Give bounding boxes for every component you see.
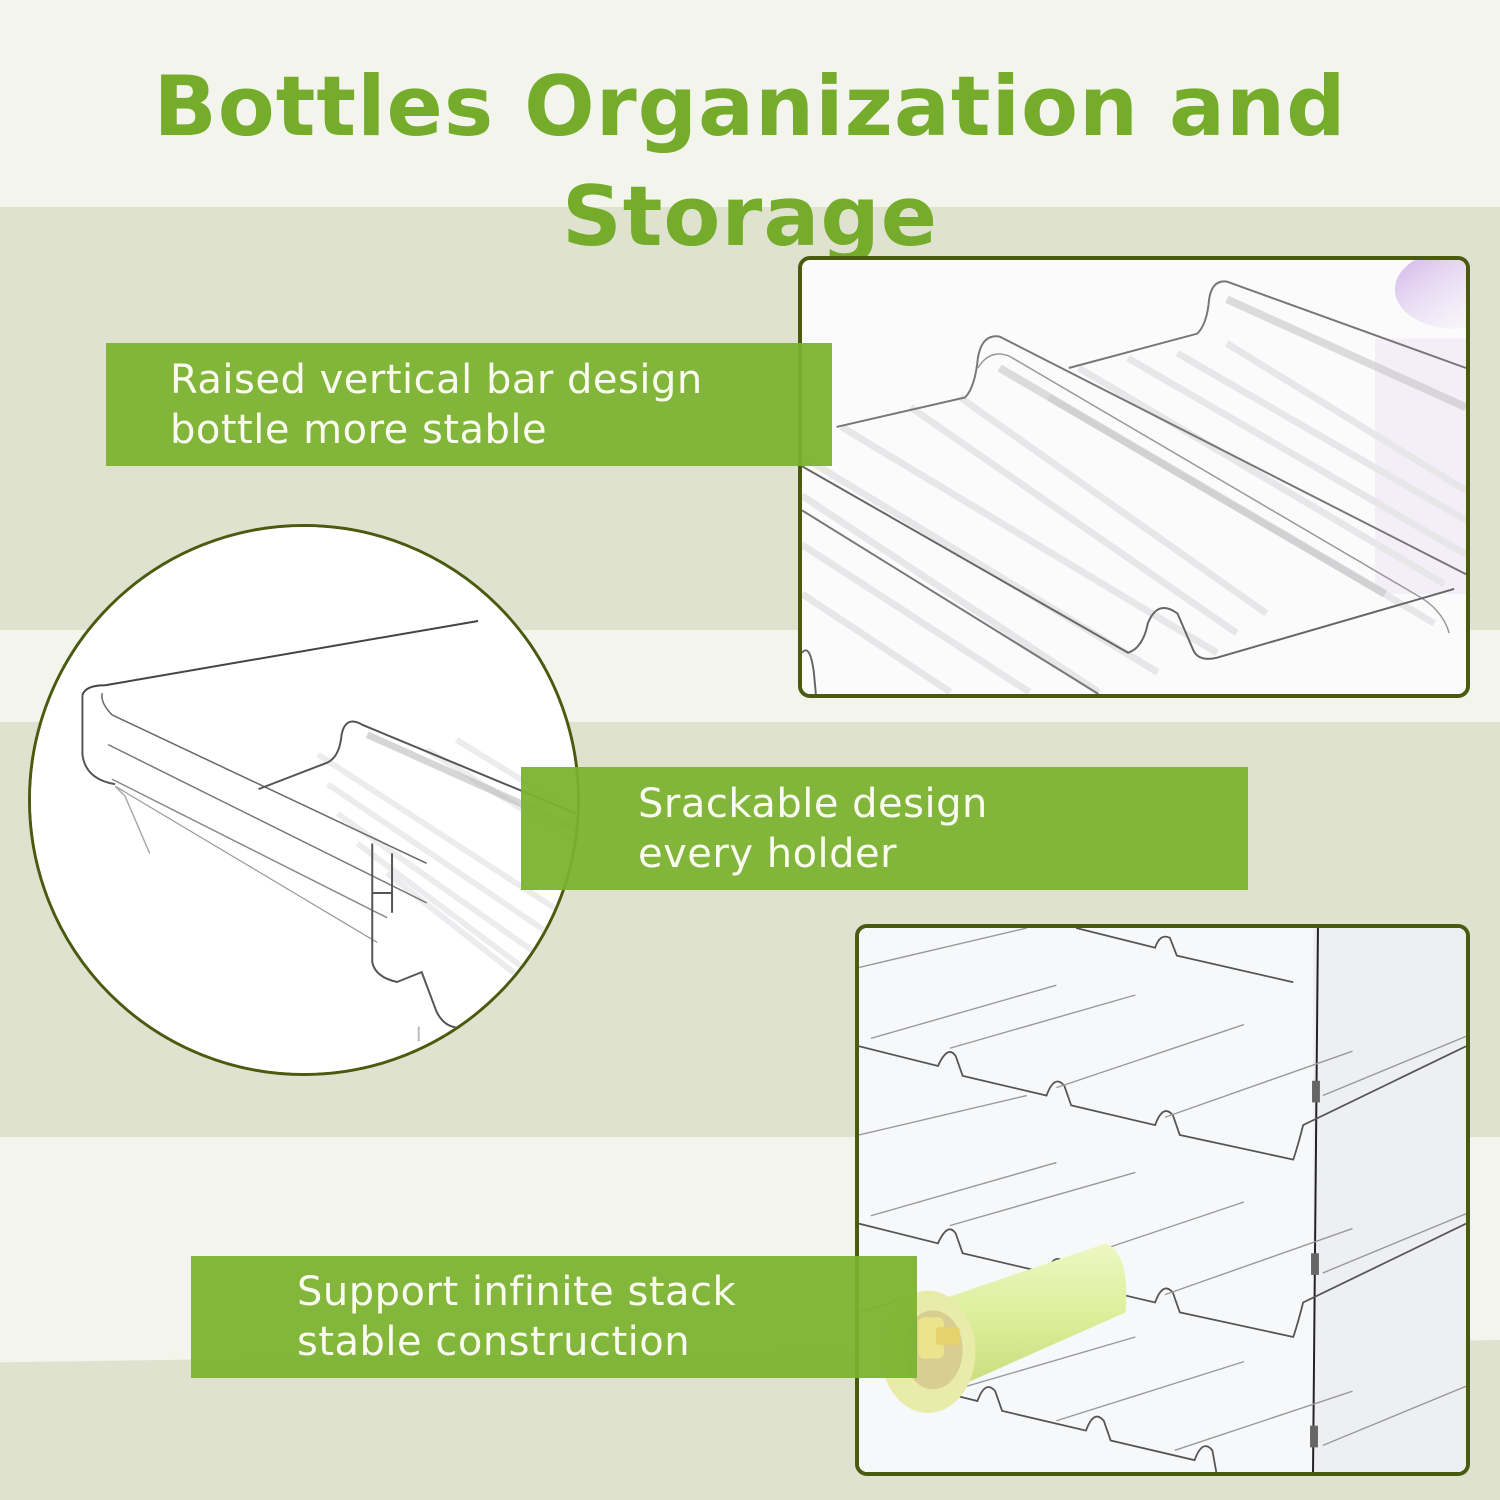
stacked-trays-illustration: [859, 928, 1466, 1472]
tray-corner-illustration: [31, 527, 577, 1073]
page-title: Bottles Organization and Storage: [153, 58, 1347, 265]
feature-label-stackable: Srackable design every holder: [521, 767, 1248, 890]
green-bottle: [880, 1243, 1127, 1413]
feature-label-line2: stable construction: [297, 1319, 691, 1365]
feature-label-line2: bottle more stable: [170, 406, 548, 453]
feature-label-line1: Srackable design: [638, 780, 988, 827]
product-photo-ridges: [798, 256, 1470, 698]
rack-ridges-illustration: [802, 260, 1466, 694]
feature-label-line1: Support infinite stack: [297, 1269, 737, 1315]
product-photo-tray-corner: [28, 524, 580, 1076]
feature-label-line1: Raised vertical bar design: [170, 356, 703, 403]
product-photo-stacked-trays: [855, 924, 1470, 1476]
background-band-top: [0, 0, 1500, 207]
feature-label-raised-bar: Raised vertical bar design bottle more s…: [106, 343, 832, 466]
feature-label-infinite-stack: Support infinite stack stable constructi…: [191, 1256, 917, 1378]
feature-label-line2: every holder: [638, 830, 898, 877]
